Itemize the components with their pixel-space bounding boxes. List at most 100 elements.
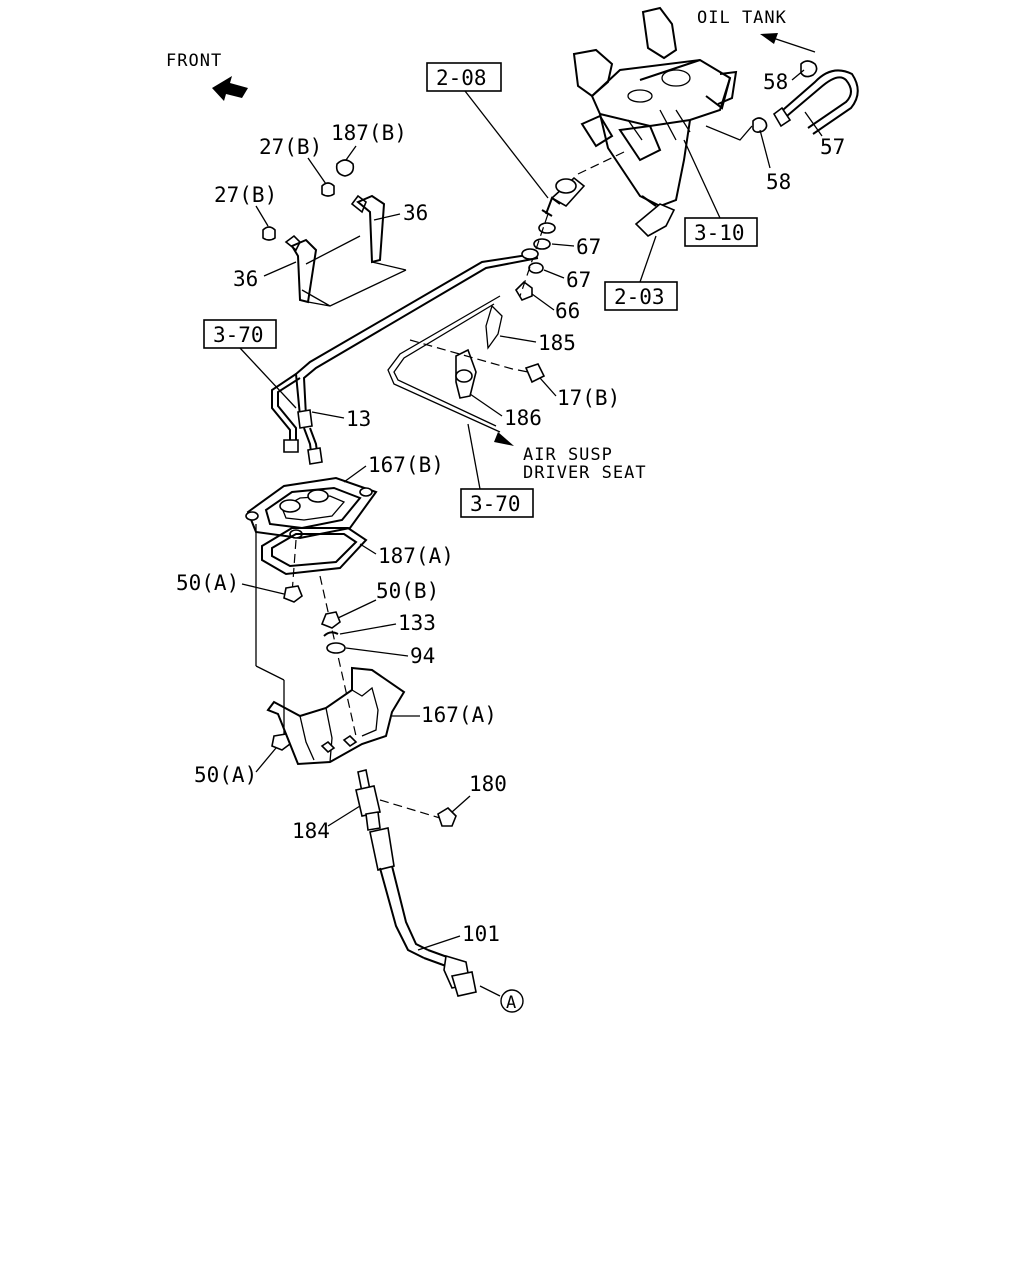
leader-66	[531, 293, 555, 311]
callout-A: A	[506, 993, 517, 1013]
clamp-58-top	[800, 60, 818, 78]
washer-67-lower	[528, 262, 544, 274]
leader-3-10	[683, 139, 721, 219]
leader-36-left	[263, 261, 297, 277]
seal-187a	[261, 527, 368, 576]
leader-94	[345, 647, 409, 657]
leader-27b-upper	[307, 157, 327, 185]
bolt-17b-shank	[517, 369, 529, 373]
callout-94: 94	[410, 644, 435, 668]
nut-50b	[320, 611, 341, 629]
callout-187b: 187(B)	[331, 121, 407, 145]
callout-66: 66	[555, 299, 580, 323]
clamp-186-ring	[455, 369, 473, 383]
leader-185	[499, 335, 537, 343]
leader-A	[479, 985, 501, 997]
leader-36-right	[373, 213, 401, 221]
hose-57-end	[772, 106, 792, 128]
leader-187b	[345, 145, 357, 161]
ref-box-3-10[interactable]	[684, 217, 758, 247]
leader-13	[311, 411, 345, 419]
leader-58-top	[791, 69, 805, 81]
leader-27b-lower	[255, 205, 269, 227]
hose-101	[369, 827, 477, 997]
nut-50a-upper	[283, 585, 303, 603]
washer-94	[326, 642, 346, 654]
clamp-axis	[409, 339, 517, 371]
callout-167b: 167(B)	[368, 453, 444, 477]
oil-tank-arrow-icon	[760, 33, 778, 44]
master-cylinder	[541, 151, 625, 217]
leader-180	[451, 795, 471, 813]
hose-57	[775, 69, 859, 135]
air-susp-label-2: DRIVER SEAT	[523, 463, 647, 483]
callout-187a: 187(A)	[378, 544, 454, 568]
leader-50a-lower	[255, 747, 277, 773]
mount-line-left-2	[255, 665, 285, 681]
callout-36-left: 36	[233, 267, 258, 291]
leader-67-upper	[551, 243, 575, 247]
callout-185: 185	[538, 331, 576, 355]
cap-axis	[379, 799, 441, 819]
air-susp-label-1: AIR SUSP	[523, 445, 613, 465]
clutch-pedal-bracket	[572, 6, 738, 237]
callout-167a: 167(A)	[421, 703, 497, 727]
cap-187b	[335, 159, 355, 177]
callout-58-bottom: 58	[766, 170, 791, 194]
callout-57: 57	[820, 135, 845, 159]
callout-180: 180	[469, 772, 507, 796]
leader-58-bottom	[759, 129, 771, 169]
callout-36-right: 36	[403, 201, 428, 225]
callout-13: 13	[346, 407, 371, 431]
callout-67-lower: 67	[566, 268, 591, 292]
leader-184	[327, 805, 361, 827]
leader-2-03	[639, 235, 657, 283]
stud-axis-left	[291, 539, 297, 595]
leader-186	[469, 393, 503, 417]
air-susp-arrow-icon	[494, 432, 514, 446]
callout-184: 184	[292, 819, 330, 843]
nut-27b-lower	[262, 226, 276, 241]
ref-box-3-10-text: 3-10	[694, 221, 745, 245]
oil-tank-label: OIL TANK	[697, 8, 787, 28]
nut-50a-lower	[271, 733, 291, 751]
ref-box-3-70-bottom-text: 3-70	[470, 492, 521, 516]
ref-box-2-03[interactable]	[604, 281, 678, 311]
leader-133	[339, 623, 397, 635]
front-label: FRONT	[166, 51, 222, 71]
connector-184	[355, 769, 381, 831]
leader-67-lower	[543, 269, 565, 279]
leader-3-70-bottom	[467, 423, 481, 490]
washer-133	[323, 631, 339, 637]
callout-27b-lower: 27(B)	[214, 183, 277, 207]
bolt-17b	[524, 363, 546, 384]
washer-67-upper	[538, 222, 556, 234]
callout-101: 101	[462, 922, 500, 946]
leader-50b	[337, 599, 377, 619]
callout-67-upper: 67	[576, 235, 601, 259]
callout-50b: 50(B)	[376, 579, 439, 603]
ref-box-2-03-text: 2-03	[614, 285, 665, 309]
ref-box-2-08[interactable]	[426, 62, 502, 92]
callout-58-top: 58	[763, 70, 788, 94]
leader-167b	[343, 465, 367, 483]
bracket-167a	[266, 666, 406, 766]
cap-180	[437, 806, 457, 827]
leader-17b	[539, 377, 557, 397]
leader-101	[417, 935, 461, 951]
callout-27b-upper: 27(B)	[259, 135, 322, 159]
callout-50a-upper: 50(A)	[176, 571, 239, 595]
bracket-36	[290, 194, 407, 307]
leader-50a-upper	[241, 583, 285, 595]
callout-133: 133	[398, 611, 436, 635]
circle-A-marker[interactable]	[500, 989, 524, 1013]
ref-box-3-70-top-text: 3-70	[213, 323, 264, 347]
leader-3-70-top	[239, 347, 297, 409]
ref-box-2-08-text: 2-08	[436, 66, 487, 90]
ref-box-3-70-bottom[interactable]	[460, 488, 534, 518]
callout-17b: 17(B)	[557, 386, 620, 410]
stud-axis-right	[319, 575, 357, 737]
leader-2-08	[464, 90, 549, 199]
tank-pipe-link	[705, 125, 753, 141]
